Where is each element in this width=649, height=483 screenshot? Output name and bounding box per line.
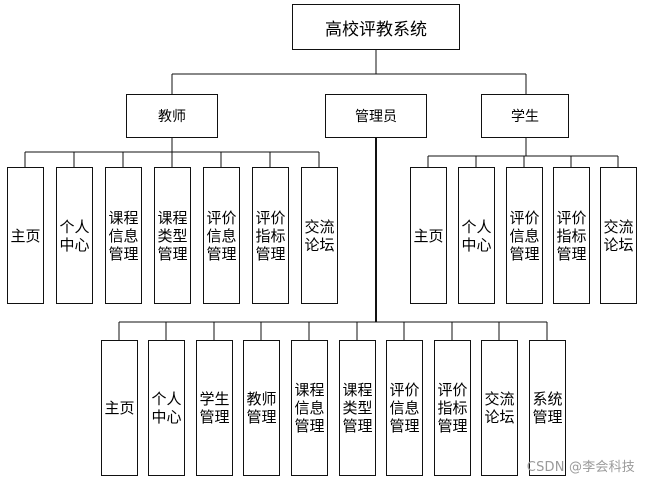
module-label: 评价指标管理: [255, 208, 286, 263]
role-label-teacher: 教师: [158, 109, 186, 125]
module-label: 交流论坛: [304, 217, 335, 254]
module-label: 评价信息管理: [206, 208, 237, 263]
module-label: 评价指标管理: [437, 381, 468, 435]
module-label: 评价信息管理: [389, 381, 420, 435]
module-label: 个人中心: [461, 217, 492, 254]
module-box: 交流论坛: [600, 167, 637, 304]
module-label: 个人中心: [151, 390, 182, 426]
role-node-admin: 管理员: [325, 94, 427, 138]
module-label: 课程类型管理: [157, 208, 188, 263]
module-box: 课程信息管理: [105, 167, 142, 304]
module-box: 教师管理: [243, 340, 280, 476]
module-box: 系统管理: [529, 340, 566, 476]
module-label: 系统管理: [532, 390, 563, 426]
module-label: 教师管理: [246, 390, 277, 426]
module-label: 主页: [413, 226, 444, 245]
module-label: 评价指标管理: [556, 208, 587, 263]
module-box: 主页: [7, 167, 44, 304]
module-box: 评价指标管理: [553, 167, 590, 304]
module-label: 主页: [10, 226, 41, 245]
module-box: 评价信息管理: [506, 167, 543, 304]
module-label: 课程信息管理: [108, 208, 139, 263]
module-box: 学生管理: [196, 340, 233, 476]
module-label: 学生管理: [199, 390, 230, 426]
module-box: 个人中心: [56, 167, 93, 304]
module-box: 交流论坛: [481, 340, 518, 476]
module-label: 交流论坛: [603, 217, 634, 254]
module-box: 评价信息管理: [386, 340, 423, 476]
role-node-teacher: 教师: [126, 94, 218, 138]
role-node-student: 学生: [481, 94, 569, 138]
root-node: 高校评教系统: [292, 4, 460, 50]
module-box: 评价指标管理: [252, 167, 289, 304]
module-label: 课程类型管理: [342, 381, 373, 435]
module-label: 评价信息管理: [509, 208, 540, 263]
role-label-admin: 管理员: [355, 109, 397, 125]
module-label: 主页: [104, 399, 135, 417]
module-box: 个人中心: [148, 340, 185, 476]
role-label-student: 学生: [511, 109, 539, 125]
module-box: 主页: [410, 167, 447, 304]
module-label: 个人中心: [59, 217, 90, 254]
module-box: 课程类型管理: [154, 167, 191, 304]
module-box: 交流论坛: [301, 167, 338, 304]
module-box: 课程类型管理: [339, 340, 376, 476]
module-label: 交流论坛: [484, 390, 515, 426]
module-box: 课程信息管理: [291, 340, 328, 476]
module-box: 个人中心: [458, 167, 495, 304]
module-box: 主页: [101, 340, 138, 476]
module-box: 评价指标管理: [434, 340, 471, 476]
module-box: 评价信息管理: [203, 167, 240, 304]
module-label: 课程信息管理: [294, 381, 325, 435]
root-label: 高校评教系统: [325, 19, 427, 40]
watermark: CSDN @李会科技: [526, 460, 635, 475]
